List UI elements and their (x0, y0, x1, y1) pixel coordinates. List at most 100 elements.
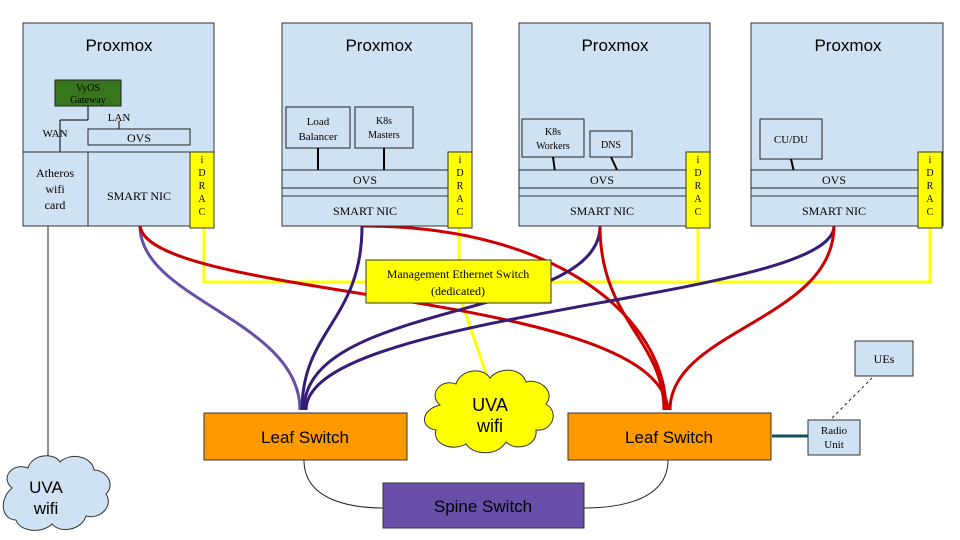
lb-line1: Load (307, 116, 330, 128)
dns-vm[interactable] (589, 130, 633, 158)
wan-label: WAN (42, 128, 67, 140)
radio-unit-line2: Unit (824, 439, 844, 451)
atheros-line1: Atheros (36, 166, 74, 180)
radio-unit-line1: Radio (821, 425, 848, 437)
atheros-line2: wifi (45, 182, 65, 196)
idrac-letter: i (697, 155, 700, 166)
link-host1-leaf-left (138, 225, 302, 411)
leaf-switch-left[interactable]: Leaf Switch (203, 412, 408, 461)
idrac-letter: D (926, 168, 933, 179)
cu-du-vm[interactable] (759, 118, 823, 160)
mgmt-link-host1 (202, 228, 366, 284)
idrac-letter: C (457, 207, 464, 218)
cables (47, 224, 932, 509)
idrac-letter: A (694, 194, 702, 205)
idrac-letter: A (198, 194, 206, 205)
smart-nic-label: SMART NIC (333, 204, 397, 218)
idrac-port[interactable] (447, 151, 473, 229)
idrac-letter: i (201, 155, 204, 166)
leaf-right-spine-link (583, 459, 669, 509)
ues-label: UEs (874, 352, 895, 366)
mgmt-switch-line2: (dedicated) (431, 284, 485, 298)
idrac-letter: D (198, 168, 205, 179)
vyos-gateway-vm[interactable] (54, 79, 122, 107)
host-title: Proxmox (345, 36, 413, 55)
proxmox-host-1: Proxmox VyOS Gateway LAN WAN OVS Atheros… (22, 22, 215, 229)
idrac-letter: D (694, 168, 701, 179)
ovs-label: OVS (353, 173, 377, 187)
workers-line1: K8s (545, 127, 561, 138)
uva-wifi-line1: UVA (472, 395, 508, 415)
lan-label: LAN (108, 112, 131, 124)
host-title: Proxmox (85, 36, 153, 55)
cudu-label: CU/DU (774, 134, 808, 146)
masters-line2: Masters (368, 130, 400, 141)
spine-switch-label: Spine Switch (434, 497, 532, 516)
idrac-letter: R (927, 181, 934, 192)
idrac-port[interactable] (917, 151, 943, 229)
mgmt-to-wifi-link (460, 302, 492, 386)
idrac-letter: A (926, 194, 934, 205)
workers-line2: Workers (536, 141, 570, 152)
idrac-port[interactable] (189, 151, 215, 229)
management-switch[interactable]: Management Ethernet Switch (dedicated) (365, 259, 552, 304)
smart-nic[interactable] (518, 195, 687, 227)
smart-nic-label: SMART NIC (802, 204, 866, 218)
leaf-left-spine-link (303, 459, 385, 509)
link-host4-leaf-left (304, 225, 836, 411)
ovs-box (87, 128, 191, 146)
smart-nic[interactable] (87, 151, 191, 227)
masters-line1: K8s (376, 116, 392, 127)
leaf-switch-label: Leaf Switch (625, 428, 713, 447)
vyos-label-line1: VyOS (76, 83, 100, 94)
link-host2-leaf-left (300, 225, 364, 411)
uva-wifi-line2: wifi (33, 499, 59, 518)
ovs-label: OVS (822, 173, 846, 187)
radio-ues-link (831, 377, 873, 419)
link-host2-leaf-right (361, 224, 668, 411)
ues-box[interactable]: UEs (854, 340, 914, 377)
idrac-letter: i (929, 155, 932, 166)
idrac-port[interactable] (685, 151, 711, 229)
vyos-label-line2: Gateway (70, 95, 106, 106)
uva-wifi-cloud-center: UVA wifi (424, 369, 554, 454)
host-title: Proxmox (814, 36, 882, 55)
idrac-letter: R (457, 181, 464, 192)
smart-nic[interactable] (281, 195, 449, 227)
k8s-workers-vm[interactable] (521, 118, 585, 158)
spine-switch[interactable]: Spine Switch (382, 482, 585, 529)
smart-nic-label: SMART NIC (570, 204, 634, 218)
radio-unit[interactable]: Radio Unit (807, 419, 861, 456)
atheros-line3: card (45, 198, 66, 212)
idrac-letter: i (459, 155, 462, 166)
smart-nic-label: SMART NIC (107, 189, 171, 203)
smart-nic[interactable] (750, 195, 919, 227)
link-host3-leaf-left (302, 225, 602, 411)
uva-wifi-cloud-left: UVA wifi (2, 455, 111, 531)
mgmt-link-host4 (698, 228, 932, 284)
idrac-letter: A (456, 194, 464, 205)
leaf-switch-right[interactable]: Leaf Switch (567, 412, 772, 461)
idrac-letter: C (199, 207, 206, 218)
uva-wifi-line1: UVA (29, 478, 63, 497)
idrac-letter: R (199, 181, 206, 192)
idrac-letter: C (927, 207, 934, 218)
k8s-masters-vm[interactable] (354, 106, 414, 149)
mgmt-switch-line1: Management Ethernet Switch (387, 267, 530, 281)
uva-wifi-line2: wifi (476, 416, 503, 436)
lb-line2: Balancer (298, 131, 337, 143)
dns-label: DNS (601, 140, 621, 151)
ovs-label: OVS (127, 131, 151, 145)
host-title: Proxmox (581, 36, 649, 55)
leaf-switch-label: Leaf Switch (261, 428, 349, 447)
link-host4-leaf-right (668, 225, 836, 411)
ovs-label: OVS (590, 173, 614, 187)
idrac-letter: C (695, 207, 702, 218)
